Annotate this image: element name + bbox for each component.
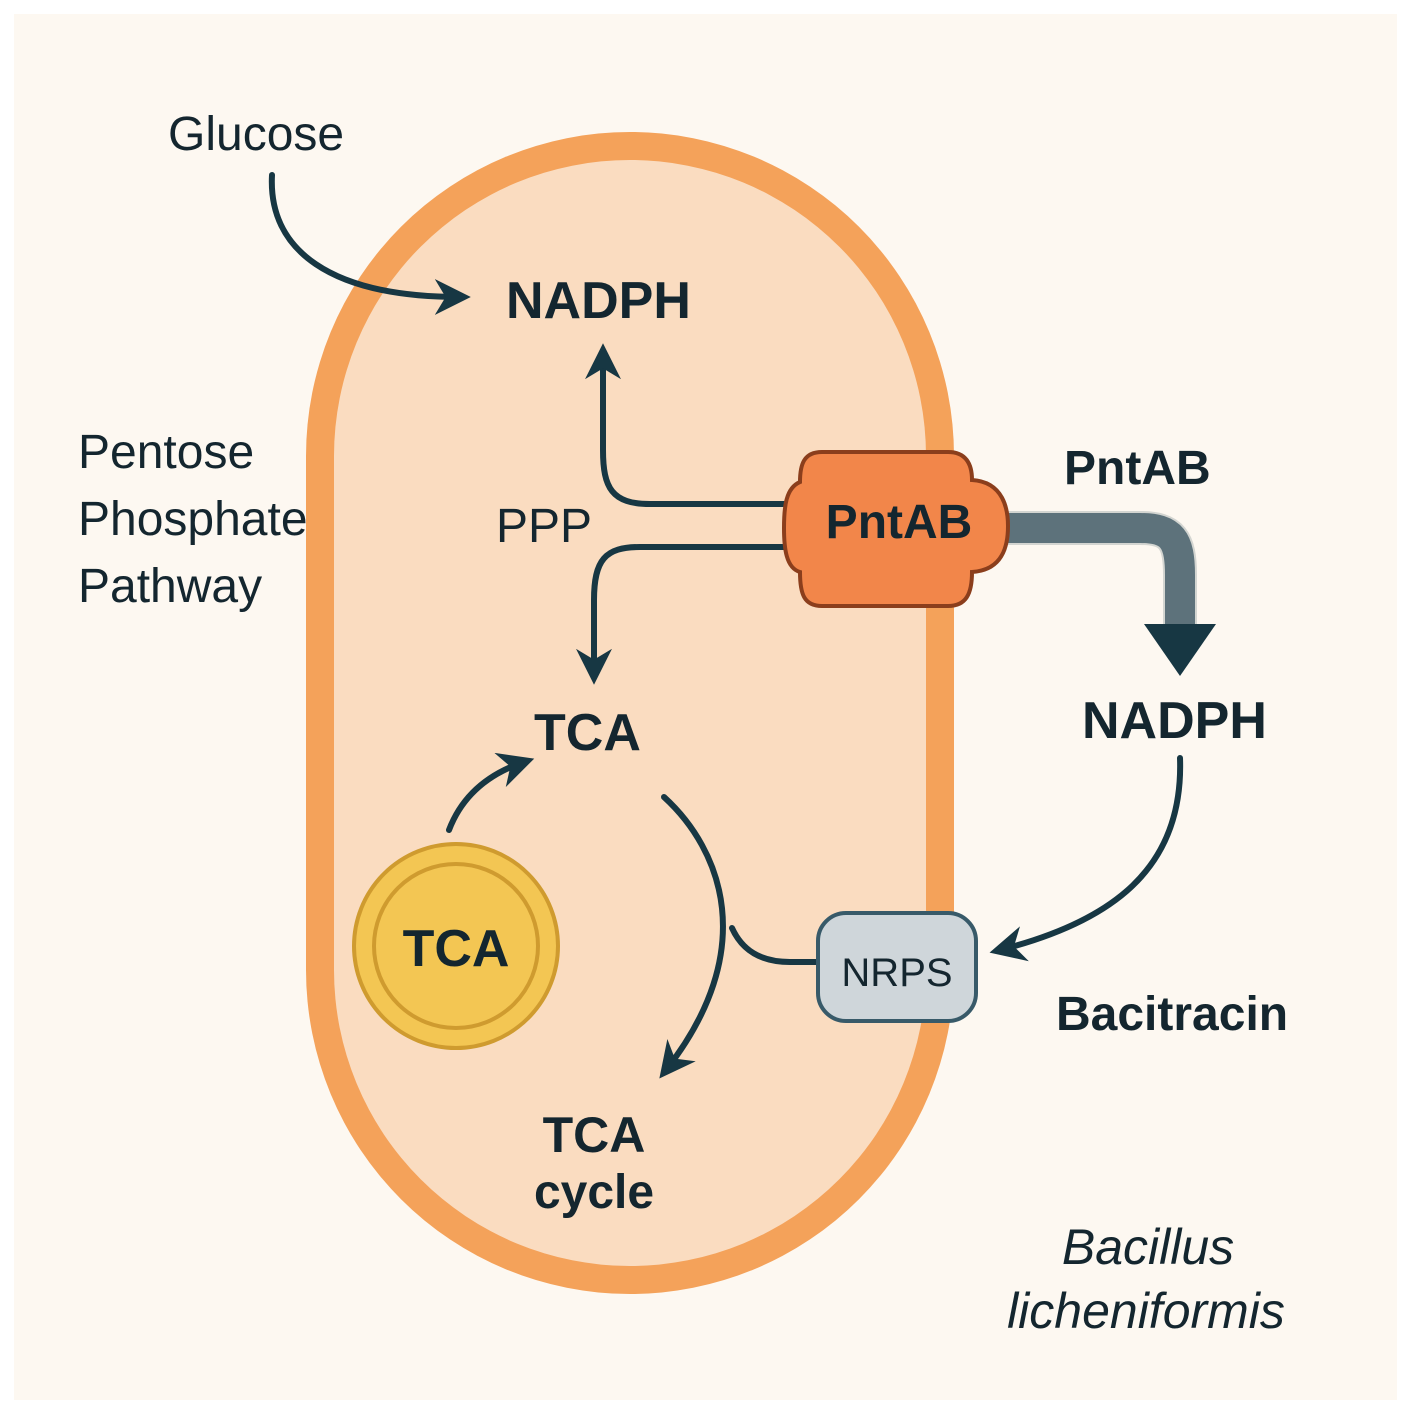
pntab-export-arrow bbox=[990, 513, 1195, 628]
tca-circle-to-tca-arrow bbox=[446, 752, 535, 833]
pntab-export-arrow-edge bbox=[990, 511, 1197, 628]
glucose-to-nadph-arrow bbox=[268, 172, 471, 315]
nadph-right-label: NADPH bbox=[1082, 692, 1267, 750]
tca-cycle-label-line2: cycle bbox=[534, 1166, 654, 1219]
tca-circle-label: TCA bbox=[403, 920, 510, 978]
ppp-label-line1: Pentose bbox=[78, 426, 254, 479]
organism-label-line1: Bacillus bbox=[1062, 1219, 1234, 1275]
tca-upper-label: TCA bbox=[534, 704, 641, 762]
nrps-branch-line bbox=[729, 925, 821, 965]
tca-cycle-label-line1: TCA bbox=[543, 1107, 646, 1163]
nadph-top-label: NADPH bbox=[506, 272, 691, 330]
pntab-enzyme bbox=[781, 450, 1011, 608]
pntab-outside-label: PntAB bbox=[1064, 442, 1211, 495]
pntab-to-nadph-arrow bbox=[585, 343, 803, 507]
organism-label-line2: licheniformis bbox=[1007, 1283, 1285, 1339]
pntab-export-arrowhead bbox=[1144, 624, 1216, 676]
tca-to-tca-cycle-arrow bbox=[659, 794, 726, 1079]
ppp-label-line3: Pathway bbox=[78, 560, 262, 613]
ppp-label-line2: Phosphate bbox=[78, 493, 308, 546]
ppp-abbrev-label: PPP bbox=[496, 500, 592, 553]
pntab-enzyme-label: PntAB bbox=[826, 496, 973, 549]
pntab-to-tca-arrow bbox=[576, 544, 803, 685]
glucose-label: Glucose bbox=[168, 108, 344, 161]
nrps-label: NRPS bbox=[841, 951, 952, 995]
nrps-node bbox=[816, 911, 978, 1023]
bacitracin-label: Bacitracin bbox=[1056, 988, 1288, 1041]
nadph-to-nrps-arrow bbox=[989, 755, 1184, 962]
tca-circle-node bbox=[352, 842, 560, 1050]
